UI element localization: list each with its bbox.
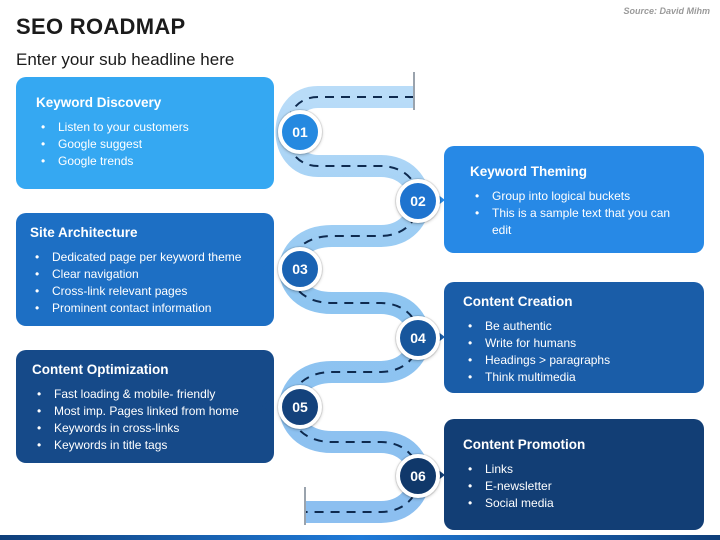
list-item: Headings > paragraphs (463, 352, 694, 369)
list-item: E-newsletter (463, 478, 694, 495)
footer-accent-bar (0, 535, 720, 540)
card-pointer (262, 259, 274, 277)
step-title: Site Architecture (30, 225, 138, 240)
step-title: Content Promotion (463, 437, 586, 452)
list-item: Be authentic (463, 318, 694, 335)
step-marker-04: 04 (396, 316, 440, 360)
list-item: Cross-link relevant pages (30, 283, 264, 300)
step-marker-02: 02 (396, 179, 440, 223)
page-title: SEO ROADMAP (16, 14, 186, 39)
step-card-site-architecture: Site Architecture Dedicated page per key… (16, 213, 274, 326)
list-item: Dedicated page per keyword theme (30, 249, 264, 266)
source-credit: Source: David Mihm (623, 6, 710, 16)
step-card-keyword-discovery: Keyword Discovery Listen to your custome… (16, 77, 274, 189)
list-item: Group into logical buckets (470, 188, 692, 205)
step-marker-01: 01 (278, 110, 322, 154)
step-card-keyword-theming: Keyword Theming Group into logical bucke… (444, 146, 704, 253)
step-card-content-optimization: Content Optimization Fast loading & mobi… (16, 350, 274, 463)
card-pointer (262, 397, 274, 415)
list-item: Google suggest (36, 136, 260, 153)
list-item: Write for humans (463, 335, 694, 352)
step-title: Content Creation (463, 294, 573, 309)
page-subtitle: Enter your sub headline here (16, 50, 235, 69)
list-item: Think multimedia (463, 369, 694, 386)
step-card-content-promotion: Content Promotion Links E-newsletter Soc… (444, 419, 704, 530)
list-item: Keywords in cross-links (32, 420, 264, 437)
list-item: Most imp. Pages linked from home (32, 403, 264, 420)
step-title: Content Optimization (32, 362, 169, 377)
list-item: Listen to your customers (36, 119, 260, 136)
list-item: Prominent contact information (30, 300, 264, 317)
step-title: Keyword Theming (470, 164, 588, 179)
list-item: Clear navigation (30, 266, 264, 283)
list-item: Links (463, 461, 694, 478)
step-card-content-creation: Content Creation Be authentic Write for … (444, 282, 704, 393)
step-marker-06: 06 (396, 454, 440, 498)
step-marker-03: 03 (278, 247, 322, 291)
list-item: Google trends (36, 153, 260, 170)
step-marker-05: 05 (278, 385, 322, 429)
step-title: Keyword Discovery (36, 95, 162, 110)
list-item: Social media (463, 495, 694, 512)
list-item: This is a sample text that you can edit (470, 205, 692, 239)
card-pointer (262, 122, 274, 140)
list-item: Keywords in title tags (32, 437, 264, 454)
list-item: Fast loading & mobile- friendly (32, 386, 264, 403)
